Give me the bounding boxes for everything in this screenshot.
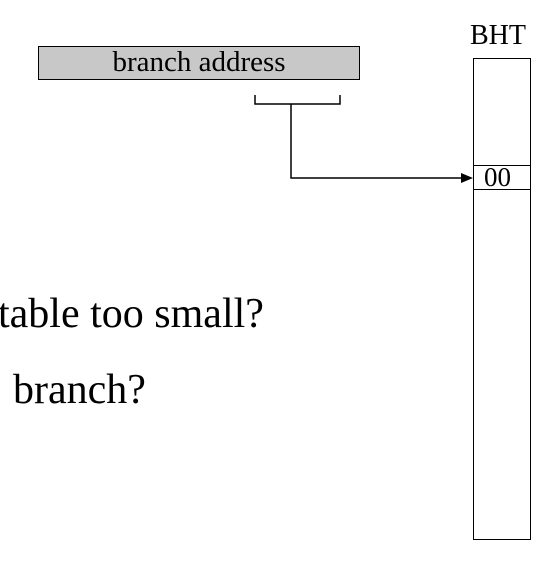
branch-address-box: branch address <box>38 46 360 80</box>
index-arrow-head <box>461 173 473 183</box>
bullet-text-2: . branch? <box>0 367 146 413</box>
index-bracket <box>254 95 341 105</box>
bht-entry: 00 <box>474 162 530 192</box>
bht-title: BHT <box>470 20 526 51</box>
index-arrow-line <box>290 104 462 179</box>
branch-address-label: branch address <box>112 46 286 78</box>
bht-table: 00 <box>473 58 531 540</box>
bht-entry-value: 00 <box>484 162 511 192</box>
bullet-text-1: table too small? <box>0 291 264 337</box>
